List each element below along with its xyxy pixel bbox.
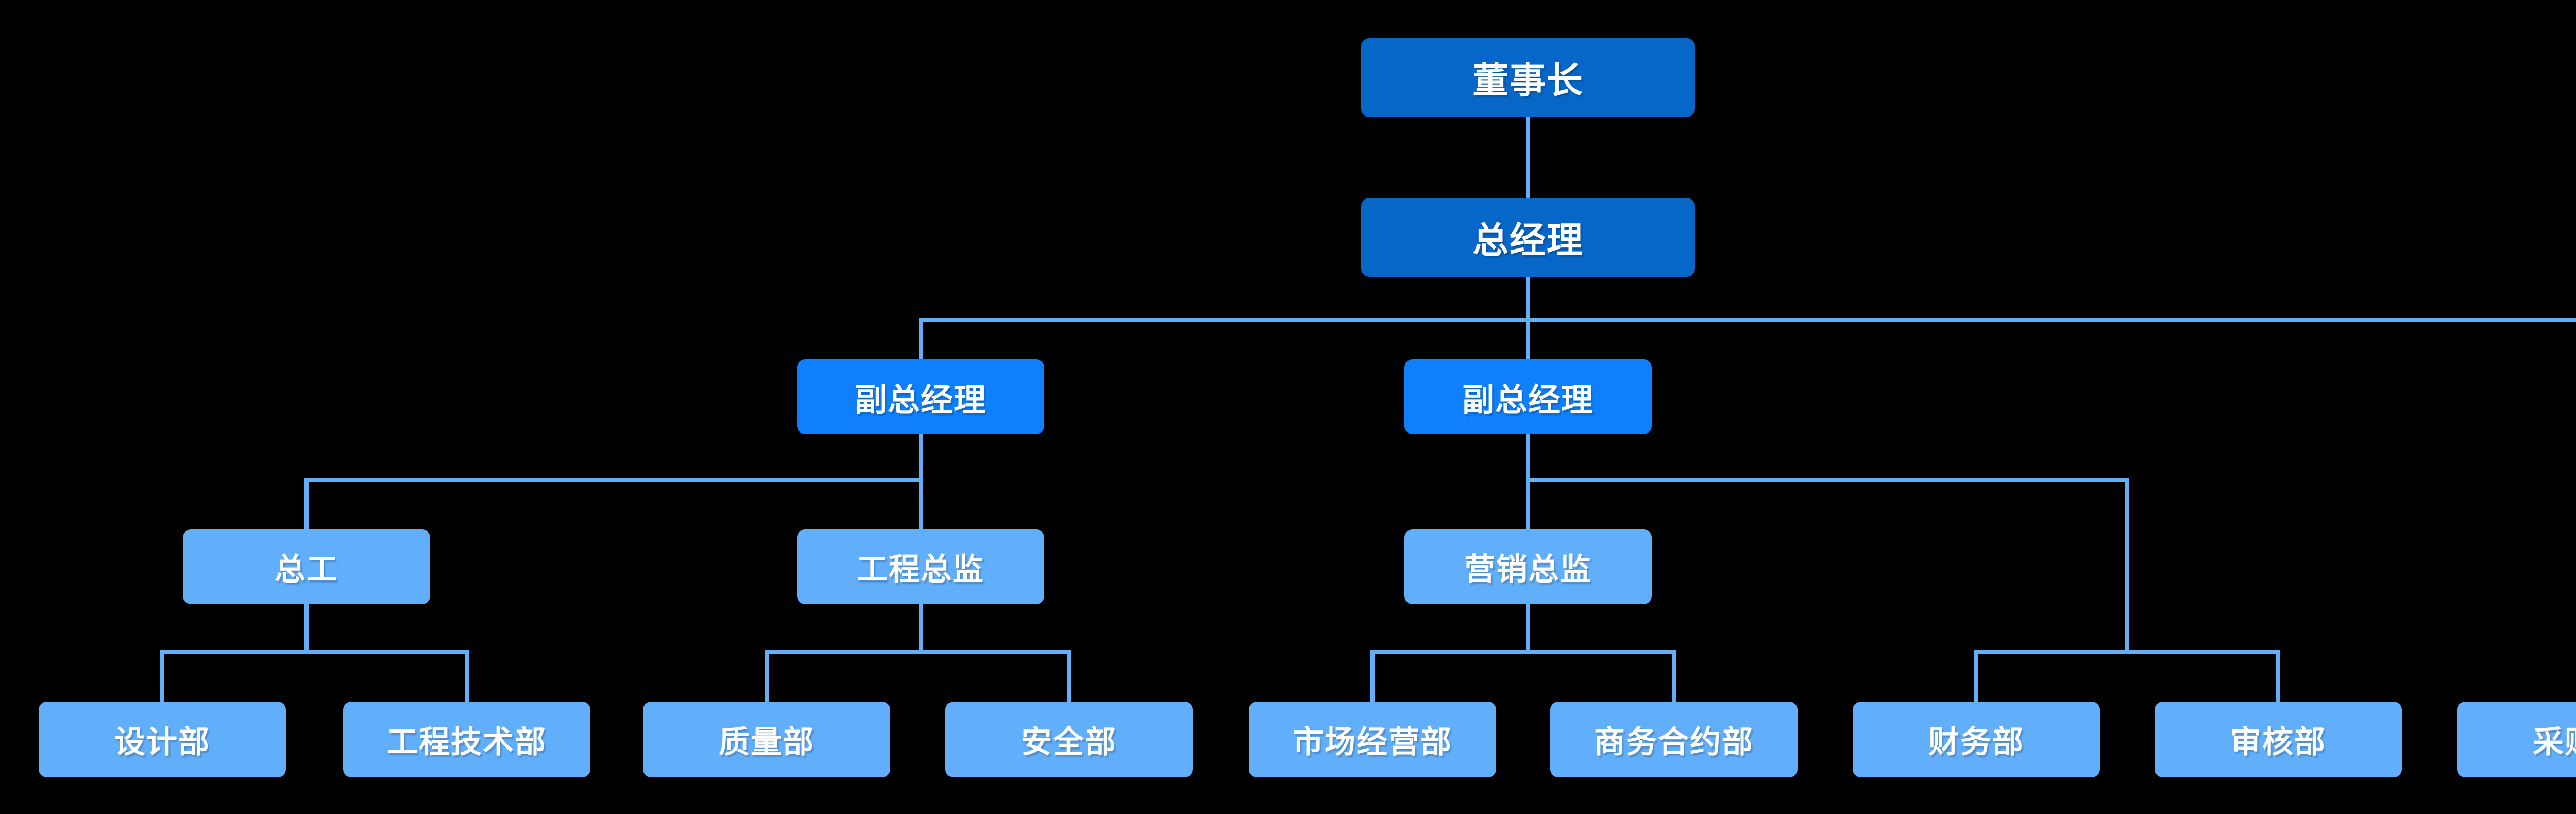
bus-vice-gm-left-children bbox=[304, 478, 923, 482]
connector-bus-to-chief-engineer bbox=[304, 480, 309, 529]
org-node-label: 副总经理 bbox=[854, 382, 987, 418]
connector-drop-eng-tech-dept bbox=[465, 652, 469, 702]
connector-drop-biz-contract-dept bbox=[1672, 652, 1676, 702]
org-node-chief-engineer[interactable]: 总工 bbox=[183, 529, 430, 604]
connector-drop-design-dept bbox=[160, 652, 164, 702]
connector-drop-finance-dept bbox=[1974, 652, 1978, 702]
connector-vice-gm-right-to-bus bbox=[1526, 434, 1530, 482]
org-node-mkt-director[interactable]: 营销总监 bbox=[1404, 529, 1652, 604]
org-node-quality-dept[interactable]: 质量部 bbox=[643, 702, 890, 777]
connector-bus-to-mkt-director bbox=[1526, 480, 1530, 529]
org-node-vice-gm-right[interactable]: 副总经理 bbox=[1404, 359, 1652, 434]
org-node-label: 审核部 bbox=[2230, 725, 2326, 759]
org-node-label: 总工 bbox=[275, 552, 338, 587]
connector-bus-to-eng-director bbox=[919, 480, 923, 529]
bus-gm-children bbox=[919, 318, 2576, 322]
org-node-label: 副总经理 bbox=[1462, 382, 1594, 418]
connector-drop-quality-dept bbox=[765, 652, 769, 702]
org-node-design-dept[interactable]: 设计部 bbox=[39, 702, 286, 777]
org-node-vice-gm-left[interactable]: 副总经理 bbox=[797, 359, 1044, 434]
connector-drop-audit-dept bbox=[2276, 652, 2280, 702]
org-node-label: 设计部 bbox=[114, 725, 210, 759]
org-node-label: 市场经营部 bbox=[1293, 725, 1452, 759]
connector-drop-market-op-dept bbox=[1370, 652, 1375, 702]
org-node-label: 董事长 bbox=[1472, 60, 1584, 101]
org-node-eng-director[interactable]: 工程总监 bbox=[797, 529, 1044, 604]
org-node-label: 质量部 bbox=[719, 725, 815, 759]
org-node-audit-dept[interactable]: 审核部 bbox=[2155, 702, 2402, 777]
org-node-label: 采购部 bbox=[2533, 725, 2576, 759]
connector-chief-engineer-to-bus bbox=[304, 603, 309, 652]
bus-eng-director-children bbox=[765, 650, 1071, 654]
connector-vice-gm-left-to-bus bbox=[919, 434, 923, 482]
org-node-label: 安全部 bbox=[1021, 725, 1117, 759]
org-node-purchasing-dept[interactable]: 采购部 bbox=[2457, 702, 2576, 777]
bus-vice-gm-right-children bbox=[1526, 478, 2129, 482]
org-node-chairman[interactable]: 董事长 bbox=[1361, 38, 1695, 117]
connector-bus-to-finance-audit-group bbox=[2125, 480, 2129, 654]
org-node-market-op-dept[interactable]: 市场经营部 bbox=[1249, 702, 1496, 777]
org-node-biz-contract-dept[interactable]: 商务合约部 bbox=[1550, 702, 1798, 777]
org-node-safety-dept[interactable]: 安全部 bbox=[945, 702, 1193, 777]
org-node-finance-dept[interactable]: 财务部 bbox=[1853, 702, 2100, 777]
connector-eng-director-to-bus bbox=[919, 603, 923, 652]
connector-drop-safety-dept bbox=[1067, 652, 1071, 702]
bus-chief-engineer-children bbox=[160, 650, 469, 654]
connector-bus-to-vice-gm-left bbox=[919, 320, 923, 359]
bus-mkt-director-children bbox=[1370, 650, 1676, 654]
org-node-label: 财务部 bbox=[1928, 725, 2024, 759]
org-node-label: 商务合约部 bbox=[1594, 725, 1754, 759]
connector-mkt-director-to-bus bbox=[1526, 603, 1530, 652]
connector-chairman-to-gm bbox=[1526, 117, 1530, 198]
org-node-eng-tech-dept[interactable]: 工程技术部 bbox=[343, 702, 590, 777]
org-node-label: 工程技术部 bbox=[387, 725, 547, 759]
org-node-general-manager[interactable]: 总经理 bbox=[1361, 198, 1695, 277]
org-node-label: 总经理 bbox=[1472, 220, 1584, 260]
bus-finance-audit bbox=[1974, 650, 2280, 654]
org-node-label: 营销总监 bbox=[1464, 552, 1592, 587]
org-node-label: 工程总监 bbox=[857, 552, 985, 587]
